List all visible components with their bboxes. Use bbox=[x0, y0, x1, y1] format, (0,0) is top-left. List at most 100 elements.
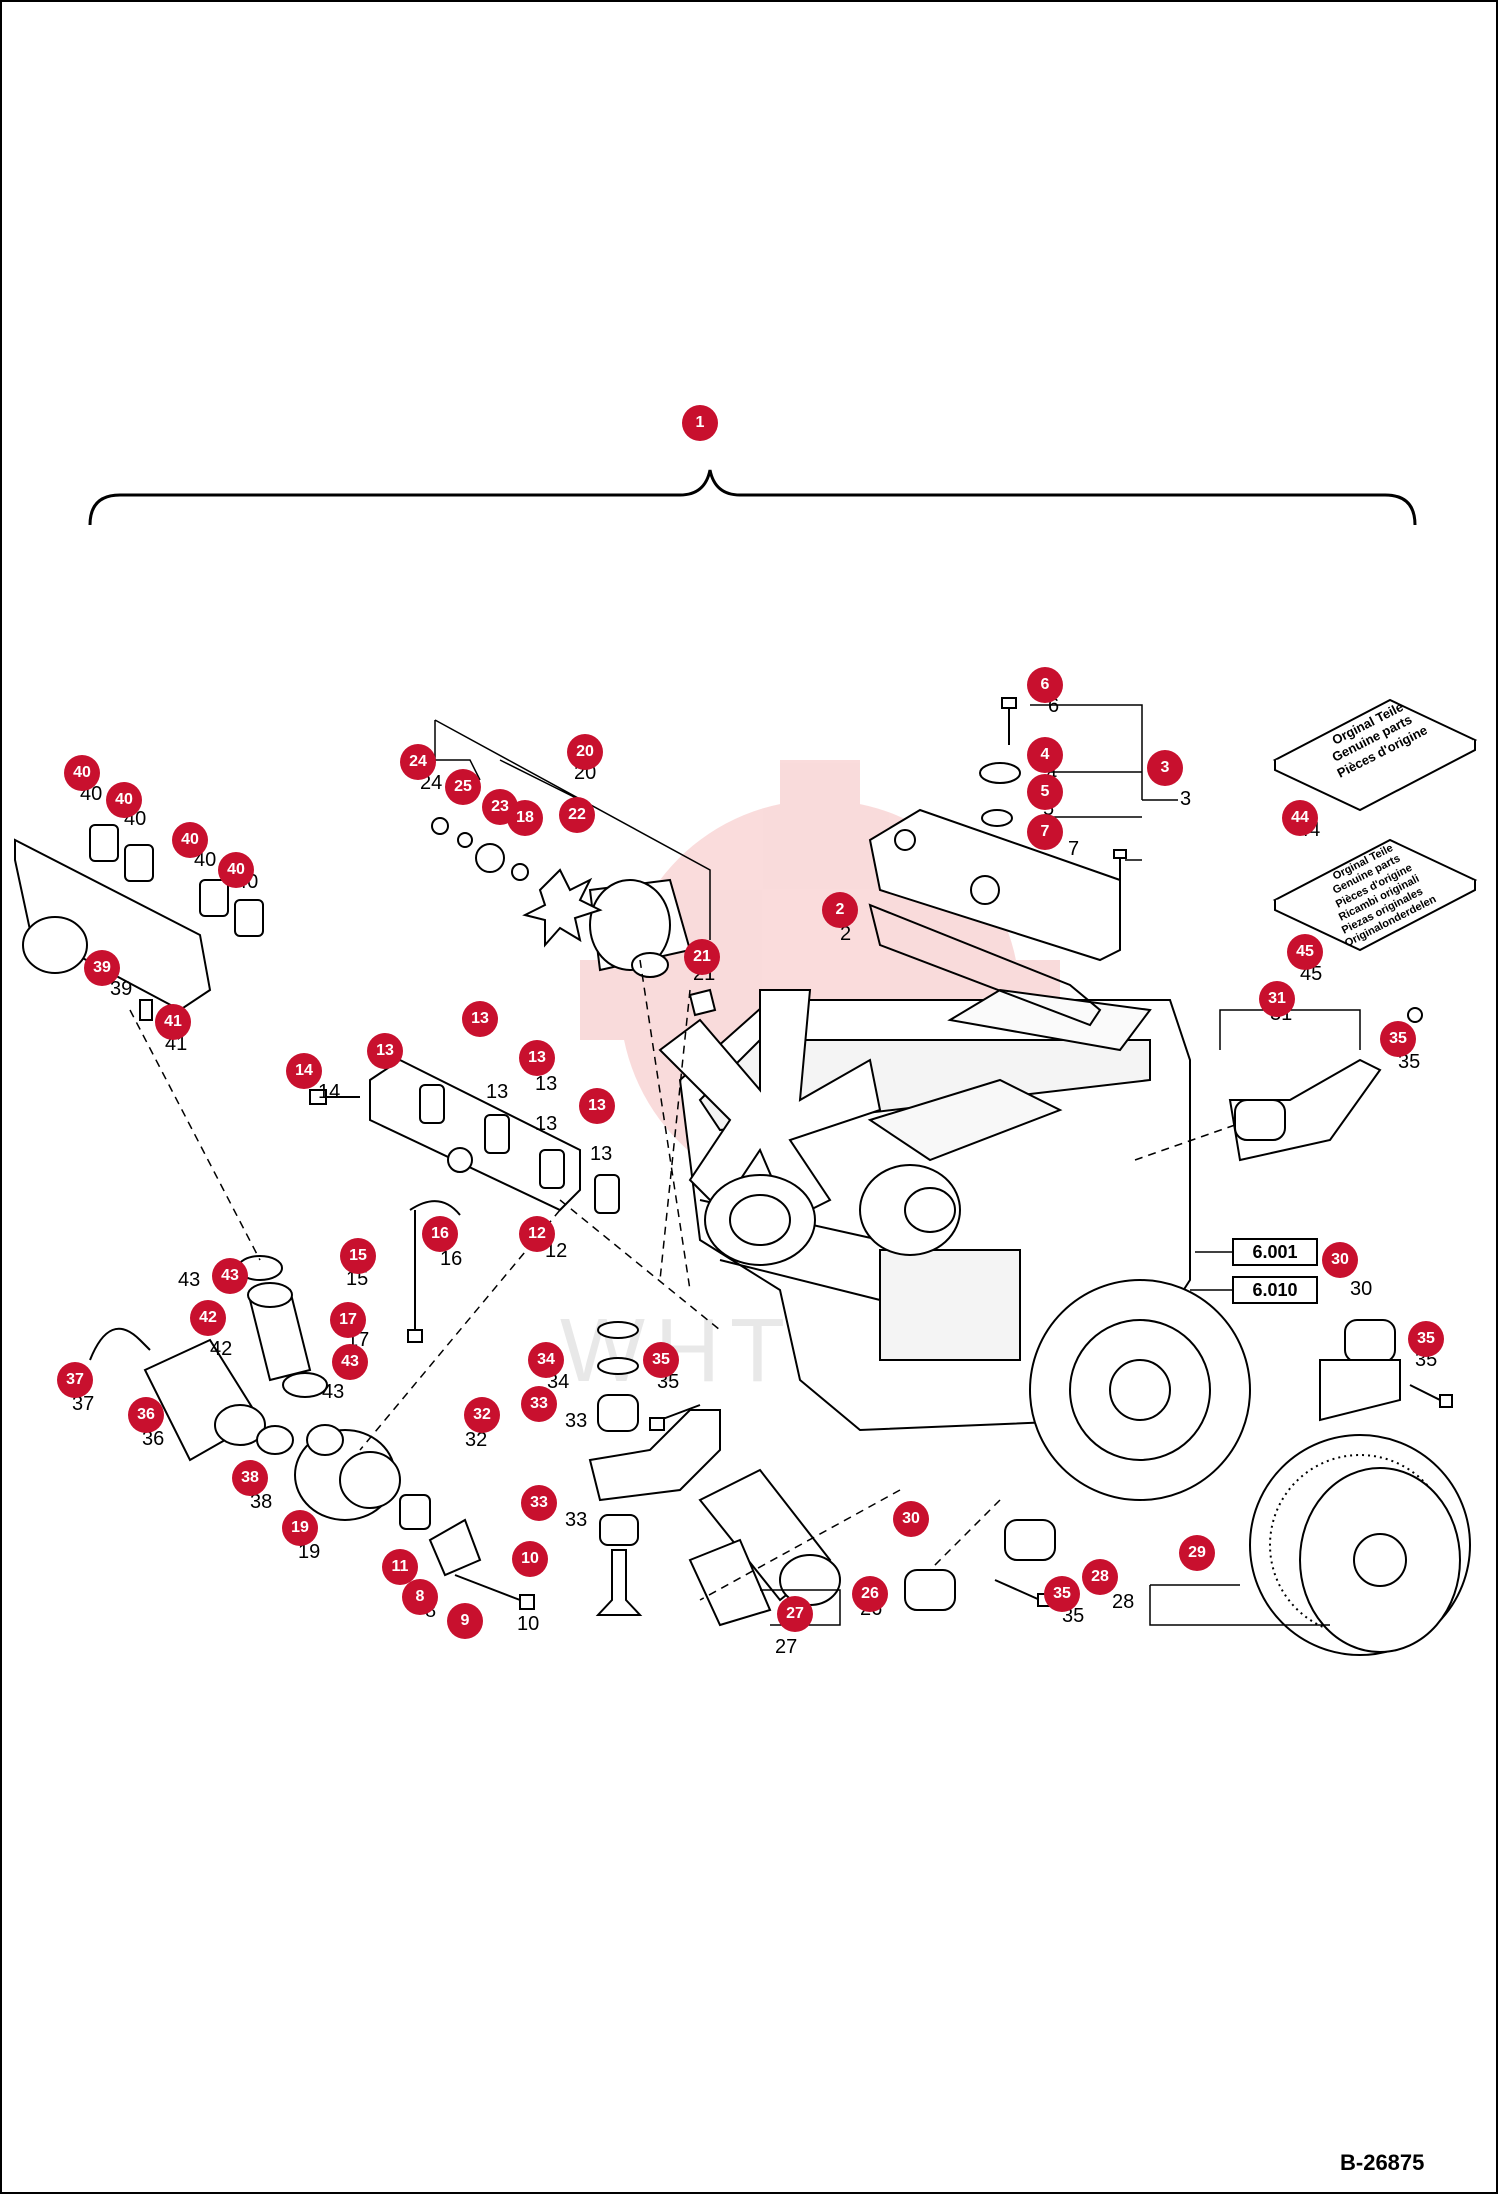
callout-item-40[interactable]: 40 bbox=[106, 782, 142, 818]
reference-box-6010[interactable]: 6.010 bbox=[1232, 1276, 1318, 1304]
parts-packet-45-icon bbox=[1272, 838, 1478, 952]
nut-21-icon bbox=[688, 988, 717, 1017]
callout-item-14[interactable]: 14 bbox=[286, 1053, 322, 1089]
mount-30-lower-icon bbox=[904, 1519, 1056, 1611]
callout-item-45[interactable]: 45 bbox=[1287, 934, 1323, 970]
callout-item-35[interactable]: 35 bbox=[1044, 1576, 1080, 1612]
callout-item-8[interactable]: 8 bbox=[402, 1579, 438, 1615]
callout-item-35[interactable]: 35 bbox=[1380, 1021, 1416, 1057]
item-label-13: 13 bbox=[590, 1143, 612, 1165]
callout-item-16[interactable]: 16 bbox=[422, 1216, 458, 1252]
bolt-icon bbox=[1001, 697, 1127, 885]
callout-item-25[interactable]: 25 bbox=[445, 769, 481, 805]
starter-motor-icon bbox=[688, 1468, 841, 1627]
mount-parts-icon bbox=[588, 1321, 721, 1616]
callout-item-39[interactable]: 39 bbox=[84, 950, 120, 986]
item-label-37: 37 bbox=[72, 1393, 94, 1415]
callout-item-17[interactable]: 17 bbox=[330, 1302, 366, 1338]
callout-item-7[interactable]: 7 bbox=[1027, 814, 1063, 850]
callout-item-36[interactable]: 36 bbox=[128, 1397, 164, 1433]
callout-item-40[interactable]: 40 bbox=[218, 852, 254, 888]
callout-item-10[interactable]: 10 bbox=[512, 1541, 548, 1577]
callout-item-40[interactable]: 40 bbox=[64, 755, 100, 791]
callout-item-33[interactable]: 33 bbox=[521, 1386, 557, 1422]
callout-item-43[interactable]: 43 bbox=[332, 1344, 368, 1380]
callout-item-31[interactable]: 31 bbox=[1259, 981, 1295, 1017]
callout-item-35[interactable]: 35 bbox=[1408, 1321, 1444, 1357]
item-label-13: 13 bbox=[535, 1073, 557, 1095]
callout-item-41[interactable]: 41 bbox=[155, 1004, 191, 1040]
item-label-15: 15 bbox=[346, 1268, 368, 1290]
callout-item-15[interactable]: 15 bbox=[340, 1238, 376, 1274]
bolt-35-right-icon bbox=[1409, 1384, 1453, 1408]
callout-item-18[interactable]: 18 bbox=[507, 800, 543, 836]
exhaust-manifold-icon bbox=[14, 838, 212, 1012]
callout-item-33[interactable]: 33 bbox=[521, 1485, 557, 1521]
callout-item-44[interactable]: 44 bbox=[1282, 800, 1318, 836]
callout-item-5[interactable]: 5 bbox=[1027, 774, 1063, 810]
callout-item-27[interactable]: 27 bbox=[777, 1596, 813, 1632]
callout-item-13[interactable]: 13 bbox=[462, 1001, 498, 1037]
callout-item-4[interactable]: 4 bbox=[1027, 737, 1063, 773]
callout-item-20[interactable]: 20 bbox=[567, 734, 603, 770]
callout-item-26[interactable]: 26 bbox=[852, 1576, 888, 1612]
item-label-7: 7 bbox=[1068, 838, 1079, 860]
item-label-16: 16 bbox=[440, 1248, 462, 1270]
bolt-35-upper-right-icon bbox=[1407, 1007, 1423, 1023]
callout-item-30[interactable]: 30 bbox=[1322, 1242, 1358, 1278]
valve-cover-icon bbox=[868, 808, 1121, 962]
pulley-icon bbox=[522, 868, 603, 948]
callout-item-22[interactable]: 22 bbox=[559, 797, 595, 833]
drawing-number: B-26875 bbox=[1340, 2150, 1425, 2175]
stud-15-icon bbox=[407, 1210, 423, 1343]
callout-item-13[interactable]: 13 bbox=[519, 1040, 555, 1076]
callout-item-6[interactable]: 6 bbox=[1027, 667, 1063, 703]
callout-item-29[interactable]: 29 bbox=[1179, 1535, 1215, 1571]
callout-item-13[interactable]: 13 bbox=[367, 1033, 403, 1069]
clamp-43-bottom-icon bbox=[282, 1372, 328, 1398]
pipe-42-icon bbox=[247, 1282, 312, 1382]
callout-item-11[interactable]: 11 bbox=[382, 1549, 418, 1585]
callout-item-40[interactable]: 40 bbox=[172, 822, 208, 858]
item-label-36: 36 bbox=[142, 1428, 164, 1450]
bolt-35-lower-icon bbox=[994, 1579, 1051, 1607]
callout-item-34[interactable]: 34 bbox=[528, 1342, 564, 1378]
callout-item-2[interactable]: 2 bbox=[822, 892, 858, 928]
item-label-6: 6 bbox=[1048, 695, 1059, 717]
bolt-14-icon bbox=[309, 1089, 360, 1105]
clamp-37-icon bbox=[89, 1327, 151, 1361]
callout-item-35[interactable]: 35 bbox=[643, 1342, 679, 1378]
callout-item-42[interactable]: 42 bbox=[190, 1300, 226, 1336]
callout-item-28[interactable]: 28 bbox=[1082, 1559, 1118, 1595]
bolt-35-mid-icon bbox=[649, 1404, 701, 1431]
item-label-27: 27 bbox=[775, 1636, 797, 1658]
callout-item-13[interactable]: 13 bbox=[579, 1088, 615, 1124]
callout-item-24[interactable]: 24 bbox=[400, 744, 436, 780]
callout-item-12[interactable]: 12 bbox=[519, 1216, 555, 1252]
callout-item-9[interactable]: 9 bbox=[447, 1603, 483, 1639]
callout-item-32[interactable]: 32 bbox=[464, 1397, 500, 1433]
callout-item-19[interactable]: 19 bbox=[282, 1510, 318, 1546]
bolt-9-icon bbox=[454, 1574, 535, 1610]
callout-item-37[interactable]: 37 bbox=[57, 1362, 93, 1398]
callout-item-43[interactable]: 43 bbox=[212, 1258, 248, 1294]
item-label-30: 30 bbox=[1350, 1278, 1372, 1300]
plain-item-labels: 6435722024182114131313131612151743424337… bbox=[72, 695, 1437, 1658]
reference-box-6001[interactable]: 6.001 bbox=[1232, 1238, 1318, 1266]
callout-item-30[interactable]: 30 bbox=[893, 1501, 929, 1537]
item-label-14: 14 bbox=[318, 1081, 340, 1103]
item-label-33: 33 bbox=[565, 1410, 587, 1432]
o-ring-icon bbox=[981, 809, 1013, 827]
washer-icon bbox=[475, 843, 505, 873]
item-label-38: 38 bbox=[250, 1491, 272, 1513]
callout-item-1[interactable]: 1 bbox=[682, 405, 718, 441]
callout-item-3[interactable]: 3 bbox=[1147, 750, 1183, 786]
washer-small-icon bbox=[511, 863, 529, 881]
bracket-lines-20 bbox=[434, 719, 711, 940]
callout-item-21[interactable]: 21 bbox=[684, 939, 720, 975]
muffler-36-icon bbox=[143, 1338, 266, 1462]
turbo-icon bbox=[294, 1424, 401, 1521]
item-label-42: 42 bbox=[210, 1338, 232, 1360]
callout-item-38[interactable]: 38 bbox=[232, 1460, 268, 1496]
